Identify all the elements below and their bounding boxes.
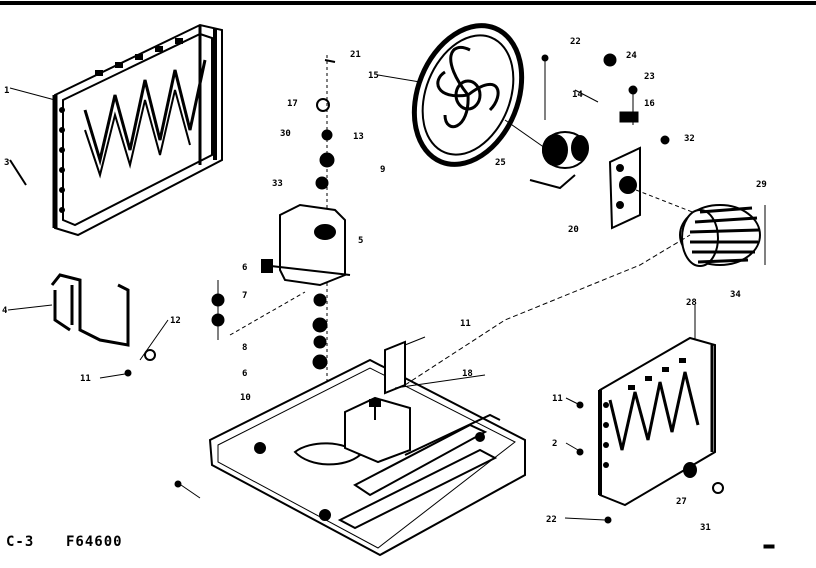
part-label: 12 [170, 316, 181, 326]
part-label: 8 [242, 343, 247, 353]
part-label: 22 [546, 515, 557, 525]
leader-line [394, 374, 486, 389]
part-label: 18 [462, 369, 473, 379]
part-label: 27 [676, 497, 687, 507]
part-label: 29 [756, 180, 767, 190]
part-label: 11 [552, 394, 563, 404]
part-label: 10 [240, 393, 251, 403]
figure-code: C-3 [6, 534, 34, 550]
part-label: 15 [368, 71, 379, 81]
compressor [261, 203, 351, 287]
dashed-lead [404, 234, 691, 386]
screws [174, 397, 775, 549]
leader-line [635, 189, 701, 216]
part-label: 9 [380, 165, 385, 175]
part-label: 30 [280, 129, 291, 139]
part-label: 5 [358, 236, 363, 246]
part-label: 4 [2, 306, 8, 316]
part-label: 7 [242, 291, 247, 301]
model-number: F64600 [66, 534, 123, 550]
condenser-coil [52, 23, 223, 237]
top-right-hardware [541, 53, 670, 145]
part-label: 3 [4, 158, 9, 168]
part-label: 13 [353, 132, 364, 142]
part-label: 34 [730, 290, 741, 300]
fan-motor [504, 55, 589, 190]
part-labels: 1 3 4 11 12 17 30 15 33 21 9 5 6 7 8 6 1… [2, 37, 767, 533]
part-label: 28 [686, 298, 697, 308]
leader-line [377, 74, 421, 83]
part-label: 1 [4, 86, 9, 96]
mounting-bracket [50, 273, 130, 347]
screw-12 [139, 319, 169, 361]
part-label: 24 [626, 51, 637, 61]
part-label: 14 [572, 90, 583, 100]
part-label: 6 [242, 369, 247, 379]
part-label: 11 [460, 319, 471, 329]
leader-line [9, 87, 56, 101]
part-label: 16 [644, 99, 655, 109]
leader-line [7, 304, 53, 311]
part-label: 25 [495, 158, 506, 168]
part-label: 31 [700, 523, 711, 533]
screw-11-left [99, 369, 132, 379]
compressor-parts-stack [312, 55, 336, 520]
evaporator-coil [598, 336, 724, 507]
part-label: 32 [684, 134, 695, 144]
part-label: 23 [644, 72, 655, 82]
part-label: 22 [570, 37, 581, 47]
fan-blade [411, 23, 525, 167]
screw-3 [9, 159, 27, 186]
part-label: 21 [350, 50, 361, 60]
capacitor [344, 396, 411, 464]
grommet-set [211, 280, 306, 340]
part-label: 20 [568, 225, 579, 235]
blower-wheel [679, 204, 766, 267]
part-label: 33 [272, 179, 283, 189]
part-label: 2 [552, 439, 557, 449]
part-label: 11 [80, 374, 91, 384]
motor-mount [608, 146, 641, 230]
part-label: 17 [287, 99, 298, 109]
part-label: 6 [242, 263, 247, 273]
